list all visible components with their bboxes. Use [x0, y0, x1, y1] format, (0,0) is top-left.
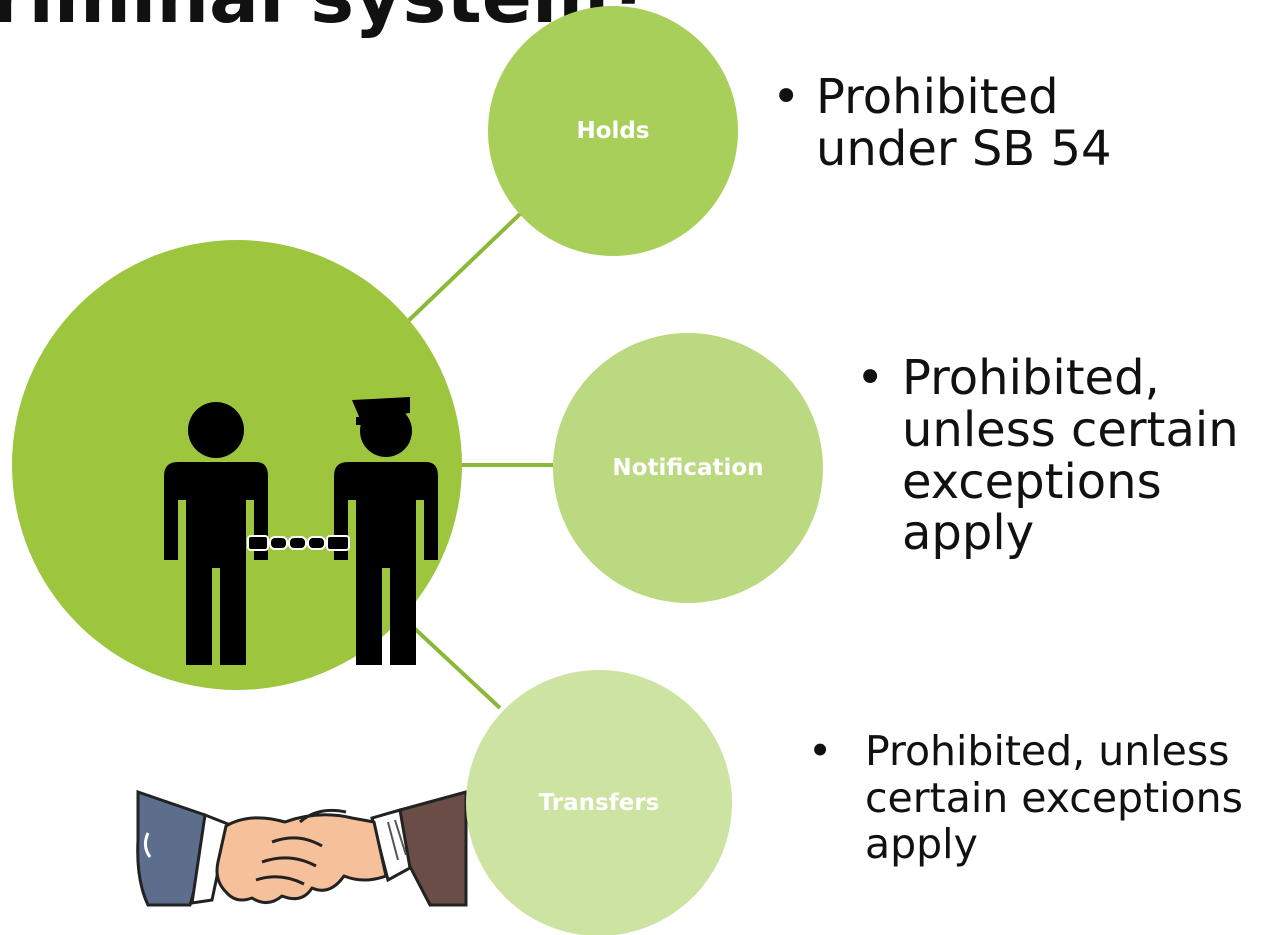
connector-holds	[402, 212, 522, 327]
notification-label: Notification	[612, 455, 764, 481]
holds-node: Holds	[488, 6, 738, 256]
notification-node: Notification	[553, 333, 823, 603]
officer-figure	[334, 397, 438, 665]
prisoner-figure	[164, 402, 268, 665]
notification-bullet: • Prohibited, unless certain exceptions …	[856, 350, 1256, 562]
transfers-node: Transfers	[466, 670, 732, 935]
transfers-bullet-text: Prohibited, unless certain exceptions ap…	[865, 727, 1243, 869]
holds-bullet-text: Prohibited under SB 54	[816, 69, 1112, 177]
connector-transfers	[412, 626, 502, 710]
bullet-dot: •	[772, 69, 801, 125]
holds-bullet: • Prohibited under SB 54	[772, 69, 1152, 177]
notification-bullet-text: Prohibited, unless certain exceptions ap…	[902, 350, 1239, 562]
handcuff-chain	[247, 535, 350, 551]
hands	[215, 808, 388, 904]
transfers-bullet: • Prohibited, unless certain exceptions …	[808, 728, 1248, 868]
bullet-dot: •	[808, 727, 833, 775]
left-sleeve	[136, 789, 230, 907]
bullet-dot: •	[856, 350, 885, 406]
holds-label: Holds	[576, 118, 650, 144]
transfers-label: Transfers	[538, 790, 660, 816]
right-sleeve	[370, 790, 468, 907]
